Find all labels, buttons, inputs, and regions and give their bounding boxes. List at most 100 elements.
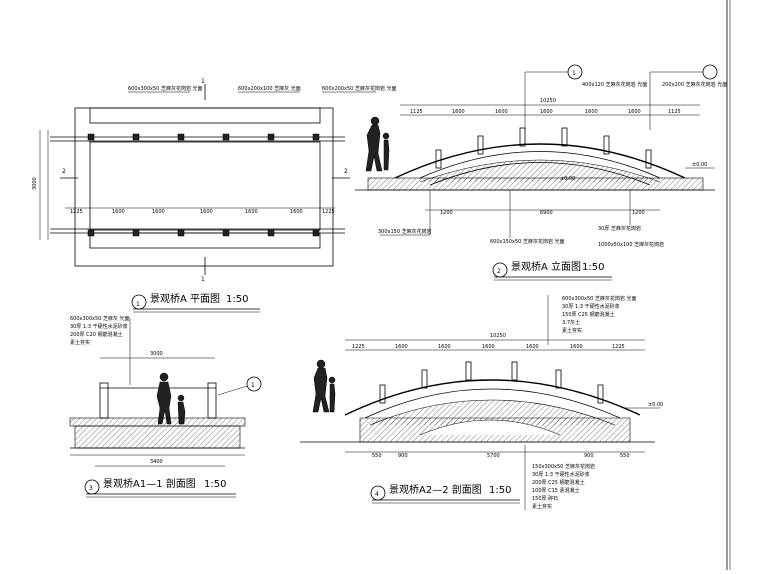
section11-figure-adult: [156, 381, 172, 425]
plan-dim-6: 1600: [290, 209, 303, 215]
elevation-dim-2: 1600: [452, 109, 465, 115]
elevation-foundation: [367, 177, 704, 191]
section22-callout-bottom-2: 30厚 1:3 干硬性水泥砂浆: [532, 471, 590, 478]
section11-callout-2: 30厚 1:3 干硬性水泥砂浆: [70, 323, 128, 330]
section22-dim-3: 1600: [438, 344, 451, 350]
section22-bottom-dim-2: 900: [398, 453, 408, 459]
plan-dim-left: 3000: [32, 177, 38, 190]
section22-arch-rail: [344, 379, 641, 416]
section22-dim-4: 1600: [482, 344, 495, 350]
section22-human-figure: [312, 367, 330, 413]
elevation-bottom-dim-3: 1200: [632, 210, 645, 216]
section22-callout-bottom-1: 150x300x50 芝麻灰花岗岩: [532, 463, 595, 470]
section11-title-number: 3: [89, 485, 93, 492]
elevation-callout-bottom-3: 30厚 芝麻灰花岗岩: [598, 225, 641, 232]
section22-callouts-bottom: 150x300x50 芝麻灰花岗岩 30厚 1:3 干硬性水泥砂浆 200厚 C…: [524, 445, 595, 510]
section11-callout-4: 素土夯实: [70, 339, 90, 346]
elevation-bottom-dim-2: 6900: [540, 210, 553, 216]
section22-callout-bottom-5: 150厚 碎石: [532, 495, 558, 502]
elevation-callout-top-2: 200x200 芝麻灰花岗岩 光面: [662, 81, 727, 88]
elevation-callout-top-1: 400x120 芝麻灰花岗岩 光面: [582, 81, 647, 88]
section11-dim-bottom: 3400: [150, 459, 163, 465]
section22-callouts-top: 600x300x50 芝麻灰花岗岩 光面 30厚 1:3 干硬性水泥砂浆 150…: [547, 295, 637, 345]
elevation-dim-7: 1125: [668, 109, 681, 115]
elevation-dim-5: 1600: [585, 109, 598, 115]
plan-section-mark-bottom: 1: [201, 276, 205, 283]
section22-dim-1: 1225: [352, 344, 365, 350]
plan-paving: [74, 107, 334, 267]
plan-section-mark-left: 2: [62, 168, 66, 175]
elevation-callout-bottom-4: 1000x50x100 芝麻灰花岗岩: [598, 241, 664, 248]
elevation-callout-bottom-2: 600x150x50 芝麻灰花岗岩 光面: [490, 238, 565, 245]
section22-bottom-dim-5: 550: [620, 453, 630, 459]
elevation-detail-mark: 1: [572, 70, 576, 77]
plan-dim-2: 1600: [112, 209, 125, 215]
plan-section-mark-top: 1: [201, 78, 205, 85]
section11-deck: [69, 417, 246, 427]
elevation-dim-6: 1600: [628, 109, 641, 115]
section22-bottom-dim-1: 550: [372, 453, 382, 459]
section22-level-right: ±0.00: [648, 402, 663, 408]
plan-posts: [87, 133, 320, 237]
plan-callout-3: 600x200x50 芝麻灰花岗岩 光面: [322, 85, 397, 92]
elevation-scale: 1:50: [582, 262, 604, 273]
elevation-bottom-dim-1: 1200: [440, 210, 453, 216]
section22-callout-top-4: 3:7灰土: [562, 319, 580, 326]
elevation-dim-3: 1600: [495, 109, 508, 115]
section22-bottom-dim-4: 900: [584, 453, 594, 459]
section22-dim-2: 1600: [395, 344, 408, 350]
elevation-overall-dim: 10250: [540, 98, 556, 104]
plan-dim-4: 1600: [200, 209, 213, 215]
elevation-level-left: ±0.00: [560, 176, 575, 182]
plan-title: 景观桥A 平面图: [150, 293, 220, 305]
plan-view: 1 1 2 2 600x300x50 芝麻灰花岗岩 光面 600x200x100…: [32, 78, 397, 313]
section11-callout-1: 600x300x50 芝麻灰 光面: [70, 315, 130, 322]
elevation-arch-rail: [394, 143, 686, 179]
plan-section-mark-right: 2: [344, 168, 348, 175]
section11-callouts: 600x300x50 芝麻灰 光面 30厚 1:3 干硬性水泥砂浆 200厚 C…: [70, 315, 131, 385]
plan-callout-1: 600x300x50 芝麻灰花岗岩 光面: [128, 85, 203, 92]
plan-title-number: 1: [136, 301, 140, 308]
plan-dim-1: 1225: [70, 209, 83, 215]
section11-detail-mark: 1: [251, 382, 255, 389]
section22-callout-top-1: 600x300x50 芝麻灰花岗岩 光面: [562, 295, 637, 302]
plan-dim-7: 1225: [322, 209, 335, 215]
elevation-title-number: 2: [497, 268, 501, 275]
section11-scale: 1:50: [204, 479, 226, 490]
elevation-dim-1: 1125: [410, 109, 423, 115]
section22-title-number: 4: [375, 491, 379, 498]
section22-dim-5: 1600: [526, 344, 539, 350]
section22-title: 景观桥A2—2 剖面图: [389, 483, 482, 496]
elevation-view: 1 400x120 芝麻灰花岗岩 光面 200x200 芝麻灰花岗岩 光面 10…: [355, 64, 727, 281]
plan-callout-2: 600x200x100 芝麻灰 光面: [238, 85, 301, 92]
section22-posts: [379, 361, 604, 404]
elevation-callout-bottom-1: 300x150 芝麻灰花岗岩: [378, 228, 432, 235]
section22-dim-6: 1600: [570, 344, 583, 350]
section22-scale: 1:50: [489, 485, 511, 496]
human-figure-silhouette: [365, 124, 383, 172]
section22-overall-dim: 10250: [490, 333, 506, 339]
section11-dim-top: 3000: [150, 351, 163, 357]
section22-view: 600x300x50 芝麻灰花岗岩 光面 30厚 1:3 干硬性水泥砂浆 150…: [300, 295, 663, 510]
plan-dim-5: 1600: [245, 209, 258, 215]
section22-callout-bottom-6: 素土夯实: [532, 503, 552, 510]
plan-dim-3: 1600: [152, 209, 165, 215]
section22-bottom-dim-3: 5700: [487, 453, 500, 459]
elevation-level-right: ±0.00: [692, 162, 707, 168]
section22-dim-7: 1225: [612, 344, 625, 350]
elevation-title: 景观桥A 立面图: [511, 260, 581, 273]
section11-title: 景观桥A1—1 剖面图: [103, 477, 196, 490]
elevation-posts: [435, 127, 652, 169]
plan-scale: 1:50: [226, 294, 248, 305]
section11-view: 600x300x50 芝麻灰 光面 30厚 1:3 干硬性水泥砂浆 200厚 C…: [69, 315, 262, 498]
section11-callout-3: 200厚 C20 钢筋混凝土: [70, 331, 123, 338]
section22-callout-top-5: 素土夯实: [562, 327, 582, 334]
section22-callout-top-3: 150厚 C25 钢筋混凝土: [562, 311, 615, 318]
elevation-dim-4: 1600: [540, 109, 553, 115]
plan-deck: [89, 141, 321, 231]
section22-callout-bottom-4: 100厚 C15 素混凝土: [532, 487, 580, 494]
section22-callout-bottom-3: 200厚 C25 钢筋混凝土: [532, 479, 585, 486]
section22-callout-top-2: 30厚 1:3 干硬性水泥砂浆: [562, 303, 620, 310]
